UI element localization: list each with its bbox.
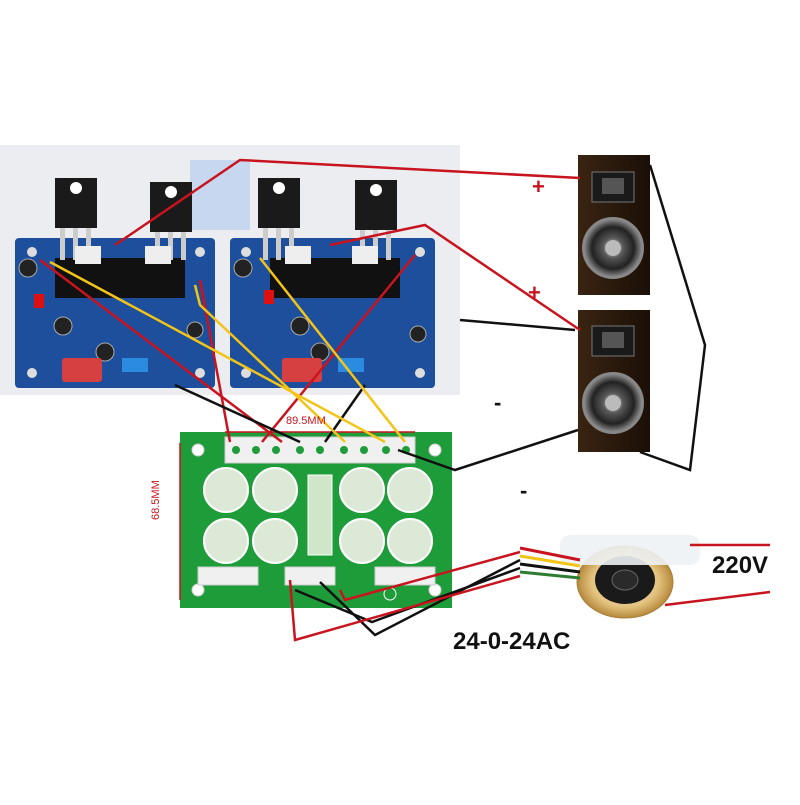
toroidal-transformer-icon: [519, 535, 700, 619]
heatsink-pad: [190, 160, 250, 230]
plus-terminal-label: +: [528, 280, 541, 305]
amplifier-board-icon: [15, 178, 215, 388]
power-supply-board-icon: [180, 432, 452, 608]
minus-terminal-label: -: [520, 478, 528, 503]
speaker-icon: [578, 155, 650, 295]
mains-voltage-label: 220V: [712, 552, 769, 579]
wiring: [39, 158, 771, 642]
plus-terminal-label: +: [532, 174, 545, 199]
board-width-label: 89.5MM: [286, 415, 326, 427]
speaker-icon: [578, 310, 650, 452]
minus-terminal-label: -: [494, 390, 502, 415]
secondary-voltage-label: 24-0-24AC: [453, 628, 571, 655]
amplifier-board-icon: [230, 178, 435, 388]
board-height-label: 68.5MM: [150, 480, 162, 520]
